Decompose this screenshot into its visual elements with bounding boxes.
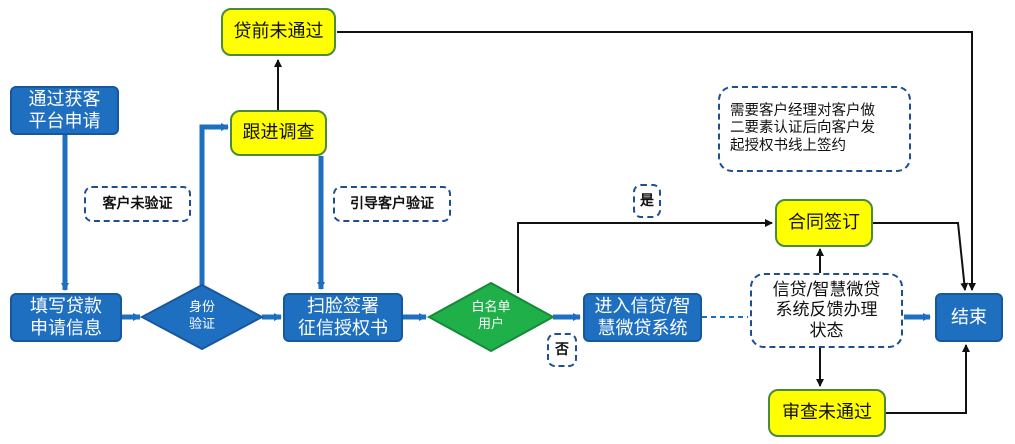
customer-unverified-note: 客户未验证	[84, 186, 191, 222]
feedback-status-box: 信贷/智慧微贷 系统反馈办理 状态	[750, 273, 903, 348]
identity-check-label: 身份 验证	[188, 300, 215, 332]
enter-system-box: 进入信贷/智 慧微贷系统	[583, 293, 702, 342]
fill-info-box: 填写贷款 申请信息	[10, 293, 122, 342]
arrow-prefail-to-end	[337, 31, 976, 291]
whitelist-label: 白名单 用户	[471, 300, 511, 332]
pre-loan-fail-box: 贷前未通过	[221, 8, 336, 56]
yes-note: 是	[633, 184, 661, 218]
guide-verify-note: 引导客户验证	[333, 186, 451, 222]
no-note: 否	[547, 333, 577, 367]
review-fail-box: 审查未通过	[768, 389, 886, 437]
arrow-reviewfail-to-end	[886, 344, 970, 414]
identity-diamond	[139, 283, 265, 351]
end-box: 结束	[935, 293, 1003, 342]
apply-platform-box: 通过获客 平台申请	[10, 86, 119, 135]
face-sign-box: 扫脸签署 征信授权书	[283, 293, 403, 342]
arrow-identity-to-followup	[199, 123, 229, 285]
whitelist-diamond	[426, 281, 556, 353]
arrow-whitelist-yes	[517, 219, 773, 293]
arrow-contract-to-end	[873, 222, 969, 291]
follow-up-box: 跟进调查	[230, 110, 327, 156]
contract-box: 合同签订	[775, 199, 873, 247]
manager-note: 需要客户经理对客户做 二要素认证后向客户发 起授权书线上签约	[718, 86, 911, 172]
